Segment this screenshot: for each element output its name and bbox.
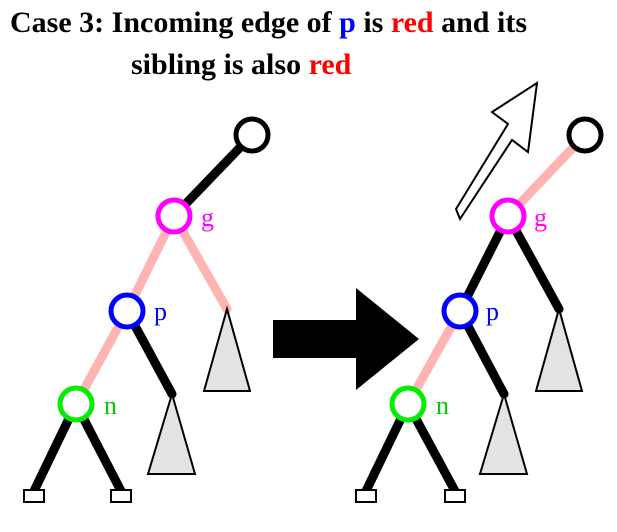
node-g: [155, 197, 193, 235]
leaf-right: [110, 489, 132, 503]
label-g: g: [201, 203, 214, 232]
node-n: [57, 385, 95, 423]
slide-title: Case 3: Incoming edge of p is red and it…: [0, 0, 617, 100]
node-p: [441, 292, 479, 330]
transform-arrow-icon: [273, 288, 419, 390]
tree-after: g p n: [355, 80, 604, 503]
title-line-1-middle: is: [355, 6, 391, 39]
propagate-up-arrow-icon: [454, 80, 539, 222]
leaf-right: [444, 489, 466, 503]
subtree-sibling: [478, 390, 529, 475]
node-p: [108, 292, 146, 330]
title-red-highlight: red: [390, 6, 434, 39]
title-p-highlight: p: [339, 6, 356, 39]
label-p: p: [154, 297, 167, 326]
subtree-uncle: [534, 305, 584, 392]
title-line-1-suffix: and its: [433, 6, 527, 39]
title-line-1-prefix: Case 3: Incoming edge of: [10, 6, 340, 39]
label-p: p: [486, 297, 499, 326]
node-n: [389, 385, 427, 423]
subtree-uncle: [202, 305, 252, 392]
node-root: [566, 116, 604, 154]
leaf-left: [23, 489, 45, 503]
edge-root-to-g: [169, 130, 257, 221]
node-g: [489, 197, 527, 235]
title-line-1: Case 3: Incoming edge of p is red and it…: [10, 6, 527, 40]
title-line-2-prefix: sibling is also: [131, 48, 309, 81]
title-red-highlight-2: red: [308, 48, 352, 81]
label-g: g: [534, 203, 547, 232]
edge-root-to-g: [503, 130, 590, 221]
tree-before: g p n: [23, 116, 271, 503]
node-root: [233, 116, 271, 154]
label-n: n: [104, 391, 117, 420]
leaf-left: [355, 489, 377, 503]
title-line-2: sibling is also red: [131, 48, 351, 82]
label-n: n: [436, 391, 449, 420]
subtree-sibling: [146, 390, 197, 475]
